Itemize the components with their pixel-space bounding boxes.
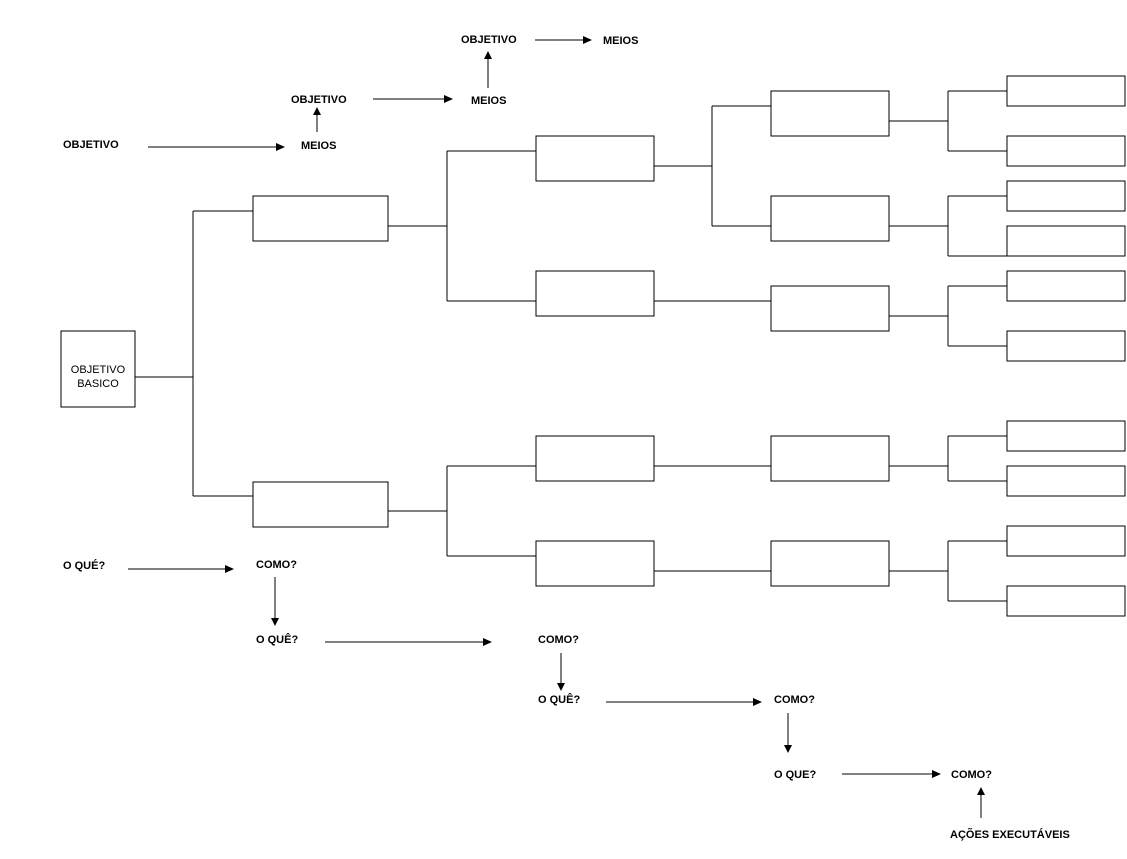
arrowhead xyxy=(271,618,279,626)
level4-box xyxy=(1006,75,1126,107)
level2-box xyxy=(535,135,655,182)
legend-oque-3: O QUÊ? xyxy=(538,693,580,706)
legend-como-2: COMO? xyxy=(538,634,579,646)
function-tree: OBJETIVO BASICO xyxy=(60,75,1126,617)
arrowhead xyxy=(276,143,285,151)
level1-box-bottom xyxy=(252,481,389,528)
arrowhead xyxy=(583,36,592,44)
level4-box xyxy=(1006,330,1126,362)
root-label-line1: OBJETIVO xyxy=(71,364,126,376)
level1-box-top xyxy=(252,195,389,242)
legend-oque-4: O QUE? xyxy=(774,769,816,781)
level4-box xyxy=(1006,525,1126,557)
level4-box xyxy=(1006,225,1126,257)
legend-meios-2: MEIOS xyxy=(471,95,506,107)
level3-box xyxy=(770,540,890,587)
legend-como-3: COMO? xyxy=(774,694,815,706)
legend-como-4: COMO? xyxy=(951,769,992,781)
level4-box xyxy=(1006,180,1126,212)
legend-oque-2: O QUÊ? xyxy=(256,633,298,646)
legend-objetivo-1: OBJETIVO xyxy=(63,139,119,151)
legend-objetivo-3: OBJETIVO xyxy=(461,34,517,46)
arrowhead xyxy=(932,770,941,778)
level4-box xyxy=(1006,135,1126,167)
legend-meios-3: MEIOS xyxy=(603,35,638,47)
arrowhead xyxy=(483,638,492,646)
root-label-line2: BASICO xyxy=(77,378,119,390)
legend-oque-como: O QUÉ? COMO? O QUÊ? COMO? O QUÊ? COMO? O… xyxy=(63,559,1070,841)
legend-como-1: COMO? xyxy=(256,559,297,571)
arrowhead xyxy=(977,787,985,795)
level4-box xyxy=(1006,420,1126,452)
level2-box xyxy=(535,435,655,482)
level3-box xyxy=(770,285,890,332)
arrowhead xyxy=(313,107,321,115)
arrowhead xyxy=(225,565,234,573)
level3-box xyxy=(770,435,890,482)
legend-objetivo-meios: OBJETIVO MEIOS OBJETIVO MEIOS OBJETIVO M… xyxy=(63,34,638,152)
level3-box xyxy=(770,195,890,242)
level4-box xyxy=(1006,270,1126,302)
arrowhead xyxy=(444,95,453,103)
level4-box xyxy=(1006,465,1126,497)
level2-box xyxy=(535,540,655,587)
arrowhead xyxy=(557,683,565,691)
root-box xyxy=(60,330,136,408)
level2-box xyxy=(535,270,655,317)
arrowhead xyxy=(784,745,792,753)
arrowhead xyxy=(484,51,492,59)
level3-box xyxy=(770,90,890,137)
arrowhead xyxy=(753,698,762,706)
legend-oque-1: O QUÉ? xyxy=(63,559,105,572)
legend-acoes-executaveis: AÇÕES EXECUTÁVEIS xyxy=(950,828,1070,841)
legend-meios-1: MEIOS xyxy=(301,140,336,152)
level4-box xyxy=(1006,585,1126,617)
legend-objetivo-2: OBJETIVO xyxy=(291,94,347,106)
